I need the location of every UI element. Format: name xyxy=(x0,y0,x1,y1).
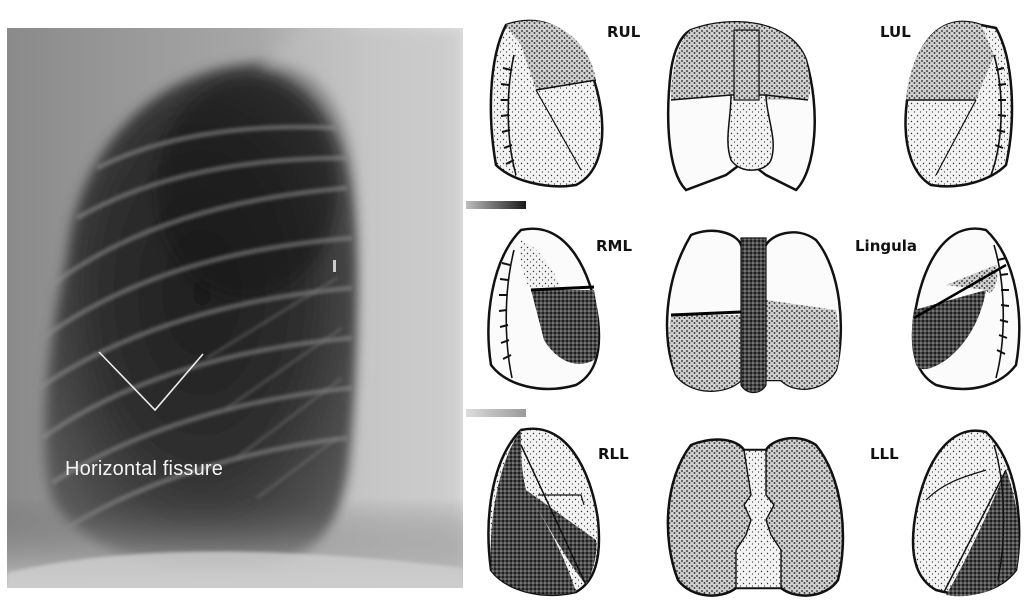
rul-frontal-diagram xyxy=(668,22,814,190)
xray-image xyxy=(7,28,463,588)
separator-bar-dark xyxy=(466,201,526,209)
lll-lateral-diagram xyxy=(913,431,1019,597)
rul-label: RUL xyxy=(607,23,640,41)
lobe-diagrams xyxy=(466,0,1026,601)
separator-bar-light xyxy=(466,409,526,417)
lingula-lateral-diagram xyxy=(912,229,1019,389)
rll-lateral-diagram xyxy=(489,429,600,595)
rml-lateral-diagram xyxy=(489,229,600,389)
horizontal-fissure-label: Horizontal fissure xyxy=(65,458,223,481)
rll-label: RLL xyxy=(598,445,629,463)
rul-lateral-diagram xyxy=(491,21,602,187)
lingula-frontal-diagram xyxy=(667,231,841,393)
rml-label: RML xyxy=(596,237,632,255)
lateral-chest-xray: Horizontal fissure xyxy=(7,28,463,588)
lobe-diagrams-panel: RUL LUL RML Lingula RLL LLL xyxy=(466,0,1026,601)
lul-label: LUL xyxy=(880,23,911,41)
lul-lateral-diagram xyxy=(906,22,1012,186)
lingula-label: Lingula xyxy=(855,237,917,255)
lll-label: LLL xyxy=(870,445,899,463)
lower-lobe-frontal-diagram xyxy=(668,438,843,595)
